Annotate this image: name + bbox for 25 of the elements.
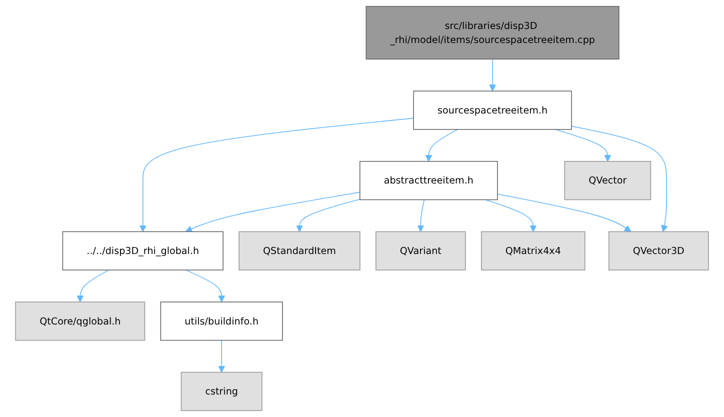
node-box: cstring xyxy=(180,372,262,411)
arrow xyxy=(497,194,632,232)
arrow xyxy=(185,192,360,232)
arrow xyxy=(417,199,425,232)
arrow xyxy=(554,129,612,162)
node-box: utils/buildinfo.h xyxy=(160,302,283,341)
arrow xyxy=(485,199,537,232)
node-box: abstracttreeitem.h xyxy=(359,160,498,200)
node-box: QVariant xyxy=(376,231,466,270)
node-box: sourcespacetreeitem.h xyxy=(413,90,572,130)
node-box: QMatrix4x4 xyxy=(480,231,586,270)
arrow xyxy=(218,340,226,373)
arrow xyxy=(571,126,668,232)
node-box: src/libraries/disp3D _rhi/model/items/sourcespacetreeitem.cpp xyxy=(366,6,620,60)
arrow xyxy=(425,129,458,162)
arrow xyxy=(296,198,360,232)
node-box: ../../disp3D_rhi_global.h xyxy=(62,231,224,270)
arrow xyxy=(139,118,414,232)
node-box: QVector3D xyxy=(608,231,709,270)
arrow xyxy=(185,270,226,302)
node-box: QtCore/qglobal.h xyxy=(15,302,146,341)
arrow xyxy=(489,58,496,92)
node-box: QVector xyxy=(564,160,652,200)
node-box: QStandardItem xyxy=(238,231,360,270)
arrow xyxy=(76,270,110,302)
